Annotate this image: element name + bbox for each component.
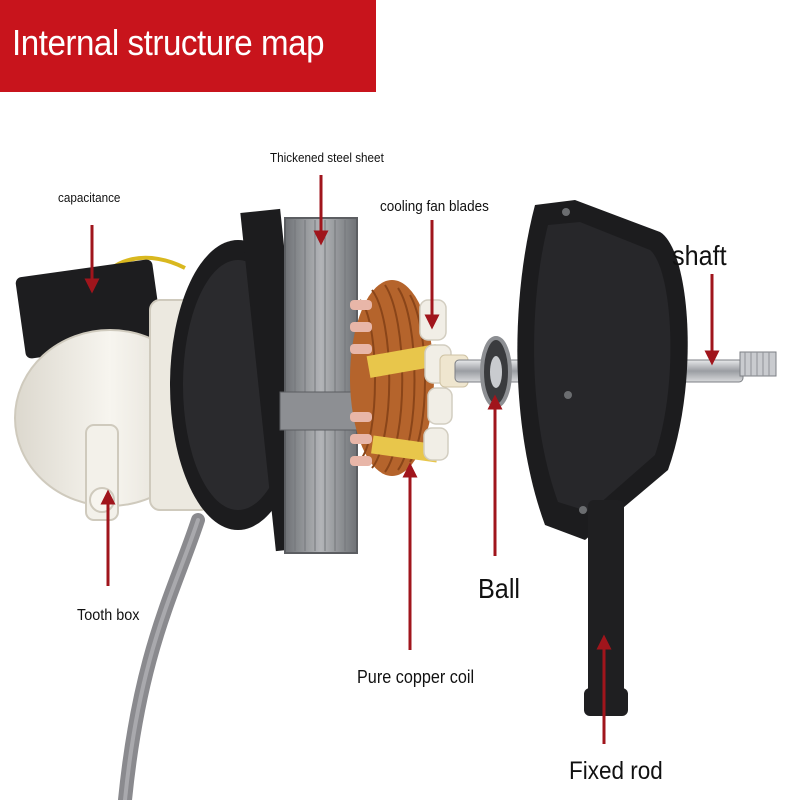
power-cable (118, 513, 205, 800)
title-banner: Internal structure map (0, 0, 376, 92)
label-steel-sheet: Thickened steel sheet (270, 150, 384, 165)
label-copper-coil: Pure copper coil (357, 667, 475, 687)
front-end-cap (517, 200, 688, 540)
label-capacitance: capacitance (58, 190, 121, 205)
steel-sheet-stack (284, 217, 358, 554)
label-tooth-box: Tooth box (77, 607, 140, 624)
label-ball: Ball (478, 573, 521, 604)
fixed-rod-bar (588, 500, 624, 700)
label-fan-blades: cooling fan blades (380, 198, 489, 215)
cooling-fan-blades (419, 299, 453, 461)
label-shaft: shaft (672, 240, 727, 271)
page-title: Internal structure map (12, 22, 325, 63)
label-fixed-rod: Fixed rod (569, 757, 663, 785)
